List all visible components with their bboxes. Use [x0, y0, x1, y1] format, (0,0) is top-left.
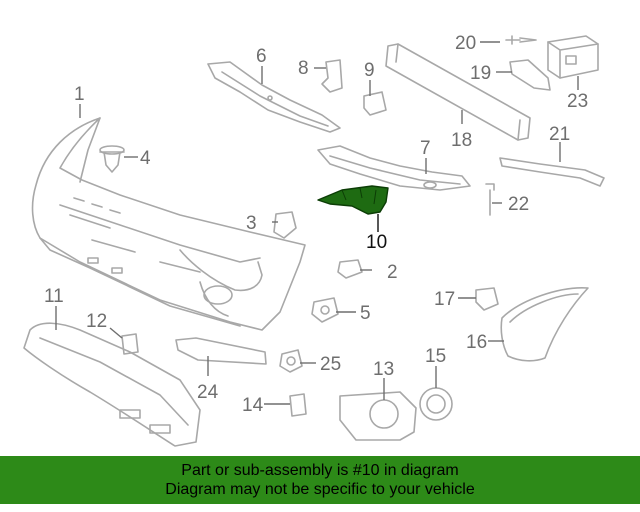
banner-line-disclaimer: Diagram may not be specific to your vehi… — [165, 481, 475, 498]
callout-3: 3 — [246, 213, 257, 234]
part-10-bracket-highlighted — [317, 185, 389, 215]
callout-10-highlighted: 10 — [366, 232, 387, 253]
callout-12: 12 — [86, 311, 107, 332]
part-12-clip — [121, 333, 139, 355]
part-19-bracket — [509, 59, 551, 91]
callout-21: 21 — [549, 124, 570, 145]
part-18-reinforcement — [385, 43, 531, 141]
parts-diagram: 1 2 3 4 5 6 7 8 9 10 11 12 13 14 15 16 1… — [23, 33, 605, 447]
part-17-clip — [475, 287, 499, 311]
callout-labels: 1 2 3 4 5 6 7 8 9 10 11 12 13 14 15 16 1… — [44, 33, 588, 416]
part-8-small-bracket — [321, 59, 343, 93]
part-15-fog-lamp — [419, 387, 453, 421]
callout-1: 1 — [74, 84, 85, 105]
part-5-clip — [311, 297, 339, 323]
part-22-bolt — [485, 183, 495, 216]
leader-lines — [55, 41, 579, 405]
callout-23: 23 — [567, 91, 588, 112]
part-25-clip — [279, 349, 303, 373]
callout-11: 11 — [44, 286, 64, 307]
callout-8: 8 — [298, 58, 309, 79]
callout-15: 15 — [425, 346, 446, 367]
callout-9: 9 — [364, 60, 375, 81]
callout-20: 20 — [455, 33, 476, 54]
callout-22: 22 — [508, 194, 529, 215]
callout-5: 5 — [360, 303, 371, 324]
callout-14: 14 — [242, 395, 264, 416]
part-4-clip — [99, 145, 125, 173]
part-11-lower-spoiler — [23, 322, 201, 447]
part-23-bracket-block — [547, 35, 599, 79]
part-24-molding — [175, 337, 267, 365]
banner-line-part: Part or sub-assembly is #10 in diagram — [181, 462, 459, 479]
callout-17: 17 — [434, 289, 455, 310]
part-20-bolt — [505, 35, 537, 45]
callout-7: 7 — [420, 138, 431, 159]
part-21-rod — [499, 157, 605, 187]
callout-25: 25 — [320, 354, 341, 375]
callout-24: 24 — [197, 382, 219, 403]
callout-19: 19 — [470, 63, 491, 84]
part-6-upper-bracket — [207, 61, 341, 133]
part-7-lower-bracket — [317, 145, 471, 191]
part-2-clip — [337, 259, 363, 279]
part-1-bumper-cover — [31, 117, 306, 331]
part-14-clip — [289, 393, 307, 417]
callout-18: 18 — [451, 130, 472, 151]
part-9-small-piece — [363, 91, 387, 116]
part-13-fog-bezel — [339, 391, 417, 441]
callout-2: 2 — [387, 262, 398, 283]
callout-6: 6 — [256, 46, 267, 67]
part-3-clip — [273, 211, 297, 239]
info-banner: Part or sub-assembly is #10 in diagram D… — [0, 456, 640, 504]
part-16-side-extension — [500, 287, 589, 362]
callout-13: 13 — [373, 359, 394, 380]
callout-16: 16 — [466, 332, 487, 353]
callout-4: 4 — [140, 148, 151, 169]
